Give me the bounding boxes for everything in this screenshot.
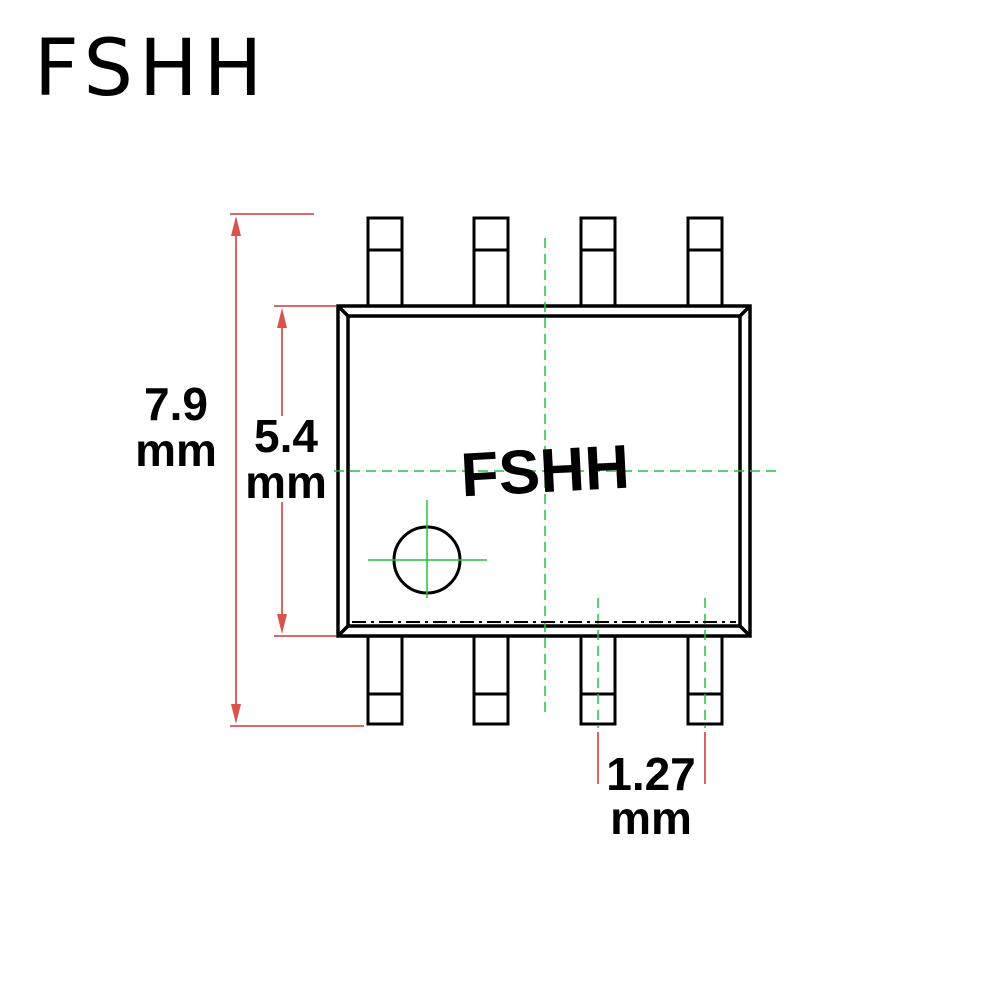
body-height-label-bg [244, 416, 332, 502]
body-height-unit: mm [245, 456, 327, 508]
total-height-dimension [230, 213, 364, 727]
body-height-value: 5.4 [254, 410, 318, 462]
chip-marking-text: FSHH [459, 433, 631, 511]
total-height-unit: mm [135, 424, 217, 476]
pin1-orientation-mark [368, 500, 487, 598]
top-pin-2 [472, 216, 510, 308]
bottom-pin-1 [366, 634, 404, 726]
pin-pitch-dimension [597, 732, 706, 784]
bottom-pin-2 [472, 634, 510, 726]
pin-pitch-value: 1.27 [606, 748, 696, 800]
top-pin-3 [579, 216, 617, 308]
pin-pitch-unit: mm [610, 792, 692, 844]
brand-logo-text: FSHH [34, 24, 269, 114]
top-pin-1 [366, 216, 404, 308]
top-pin-4 [686, 216, 724, 308]
center-lines [318, 238, 776, 728]
total-height-value: 7.9 [144, 378, 208, 430]
